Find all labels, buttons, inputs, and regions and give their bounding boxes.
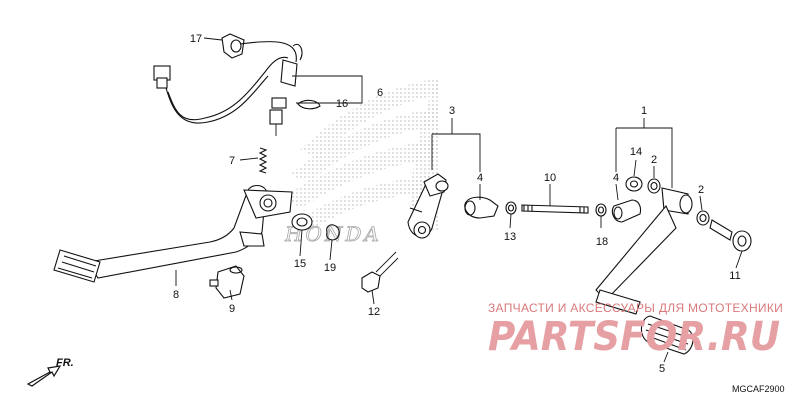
callout-8: 8 (173, 289, 179, 301)
callout-12: 12 (368, 306, 380, 318)
part-10-tie-rod (521, 204, 589, 214)
front-arrow-label: FR. (56, 357, 74, 369)
part-11-pivot-bolt (709, 219, 752, 252)
front-direction-arrow: FR. (26, 357, 74, 387)
part-2-oring-right (696, 210, 710, 226)
callout-18: 18 (596, 236, 608, 248)
part-3-gearshift-arm (407, 173, 449, 239)
callout-15: 15 (294, 258, 306, 270)
part-17-clamp (221, 33, 245, 59)
part-5-gearshift-pedal (595, 187, 694, 355)
part-4-joint-left (464, 196, 499, 219)
callout-4-right: 4 (613, 172, 619, 184)
part-6-switch-harness (153, 41, 303, 136)
part-12-bolt (361, 251, 399, 293)
callout-16: 16 (336, 98, 348, 110)
part-16-clip (297, 99, 321, 110)
part-15-washer (291, 213, 313, 231)
callout-13: 13 (504, 231, 516, 243)
watermark-tagline: ЗАПЧАСТИ И АКСЕССУАРЫ ДЛЯ МОТОТЕХНИКИ (488, 301, 783, 315)
part-9-damper (209, 265, 245, 299)
callout-2-upper: 2 (651, 154, 657, 166)
callout-3: 3 (449, 105, 455, 117)
part-7-spring (258, 147, 268, 174)
callout-10: 10 (544, 172, 556, 184)
callout-7: 7 (229, 155, 235, 167)
callout-5: 5 (659, 363, 665, 375)
callout-9: 9 (229, 303, 235, 315)
leader-lines (175, 37, 743, 363)
callout-6: 6 (377, 87, 383, 99)
part-8-brake-pedal (53, 184, 293, 283)
watermark-brand: PARTSFOR.RU (488, 314, 780, 360)
part-19-circlip (326, 224, 340, 241)
part-2-oring-upper (647, 178, 661, 194)
callout-11: 11 (729, 270, 740, 282)
diagram-code: MGCAF2900 (732, 384, 785, 394)
part-13-nut (505, 201, 517, 215)
callout-17: 17 (190, 33, 202, 45)
callout-2-right: 2 (698, 184, 704, 196)
callout-14: 14 (630, 146, 642, 158)
part-18-nut (595, 203, 607, 217)
part-14-washer (625, 176, 643, 192)
callout-1: 1 (641, 105, 647, 117)
callout-4-left: 4 (477, 172, 483, 184)
part-4-joint-right (611, 199, 642, 223)
callout-19: 19 (324, 262, 336, 274)
